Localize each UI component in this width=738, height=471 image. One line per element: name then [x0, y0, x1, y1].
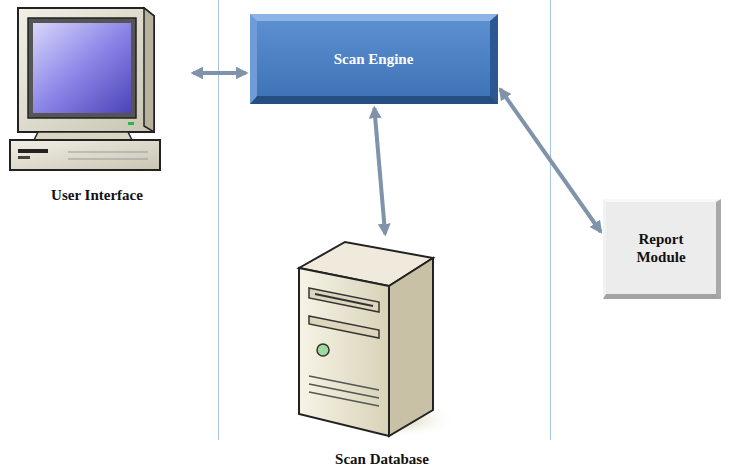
double-arrow	[374, 108, 385, 234]
server-illustration	[285, 238, 455, 443]
node-label: Scan Database	[285, 450, 479, 468]
computer-node: User Interface	[5, 4, 189, 204]
double-arrow	[193, 71, 246, 75]
node-label: Scan Engine	[334, 50, 414, 68]
module-box: Report Module	[603, 199, 721, 299]
database-node: Scan Database	[285, 238, 479, 468]
node-label: User Interface	[5, 186, 189, 204]
computer-illustration	[8, 4, 168, 176]
process-box: Scan Engine	[250, 14, 498, 104]
node-label: Report Module	[621, 230, 701, 266]
double-arrow	[500, 89, 600, 231]
